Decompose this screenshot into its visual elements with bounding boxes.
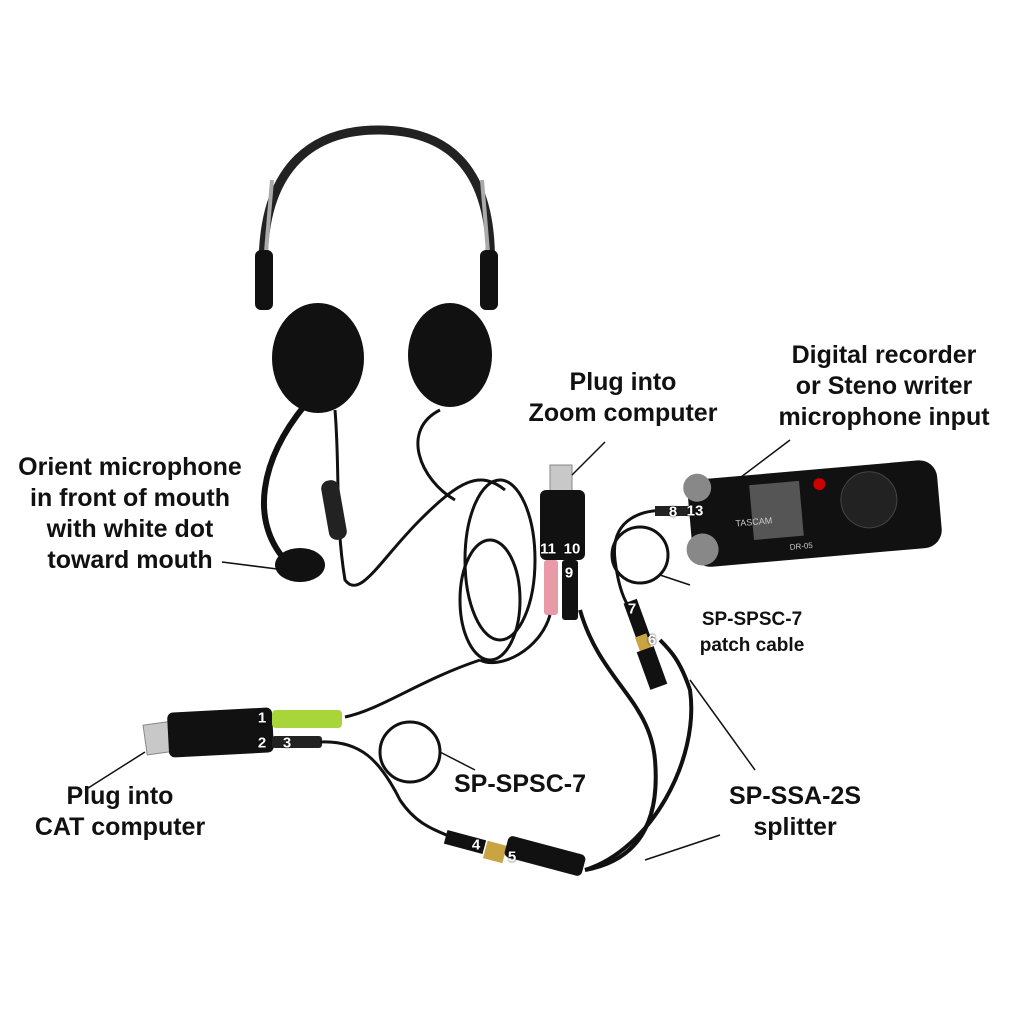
label-line: SP-SSA-2S <box>729 782 861 810</box>
recorder-label: Digital recorder or Steno writer microph… <box>778 340 989 433</box>
label-line: CAT computer <box>34 813 206 841</box>
splitter-label: SP-SSA-2S splitter <box>729 781 861 843</box>
connector-number: 5 <box>507 848 517 866</box>
mic-orient-label: Orient microphone in front of mouth with… <box>18 452 242 576</box>
label-line: Plug into <box>569 368 677 396</box>
connector-number: 10 <box>563 540 581 558</box>
label-line: splitter <box>753 813 837 841</box>
digital-recorder: TASCAM DR-05 <box>683 460 942 567</box>
microphone-foam <box>275 548 325 582</box>
label-line: SP-SPSC-7 <box>454 770 586 798</box>
left-ear-pad <box>272 303 364 413</box>
label-line: Plug into <box>66 782 174 810</box>
label-line: microphone input <box>778 403 990 431</box>
cat-plug-label: Plug into CAT computer <box>35 781 205 843</box>
mic-boom <box>261 403 308 562</box>
connector-number: 3 <box>282 734 292 752</box>
label-line: patch cable <box>699 635 805 656</box>
connector-number: 4 <box>471 836 481 854</box>
label-line: in front of mouth <box>30 484 230 512</box>
connector-number: 1 <box>257 709 267 727</box>
connector-number: 2 <box>257 734 267 752</box>
label-line: SP-SPSC-7 <box>701 609 803 630</box>
splitter-body <box>504 836 586 876</box>
label-line: Zoom computer <box>528 399 718 427</box>
green-mic-plug <box>272 710 342 728</box>
label-line: Orient microphone <box>18 453 242 481</box>
label-line: Digital recorder <box>791 341 977 369</box>
recorder-model-text: DR-05 <box>789 541 813 552</box>
spsc-cable-label: SP-SPSC-7 <box>454 769 586 800</box>
connector-number: 8 <box>668 503 678 521</box>
headband <box>258 125 495 301</box>
zoom-plug-label: Plug into Zoom computer <box>529 367 718 429</box>
connector-number: 13 <box>686 502 704 520</box>
zoom-usb-adapter <box>540 490 585 560</box>
connector-number: 6 <box>647 631 657 649</box>
label-line: toward mouth <box>47 546 213 574</box>
pink-plug <box>544 560 558 615</box>
right-ear-pad <box>408 303 492 407</box>
connector-number: 9 <box>564 564 574 582</box>
patch-cable-label: SP-SPSC-7 patch cable <box>700 607 805 659</box>
cat-usb-adapter <box>167 707 274 758</box>
label-line: with white dot <box>46 515 214 543</box>
connector-number: 7 <box>627 600 637 618</box>
recorder-brand-text: TASCAM <box>735 515 773 528</box>
connector-number: 11 <box>540 540 556 558</box>
label-line: or Steno writer <box>795 372 973 400</box>
zoom-usb-plug <box>549 464 573 494</box>
